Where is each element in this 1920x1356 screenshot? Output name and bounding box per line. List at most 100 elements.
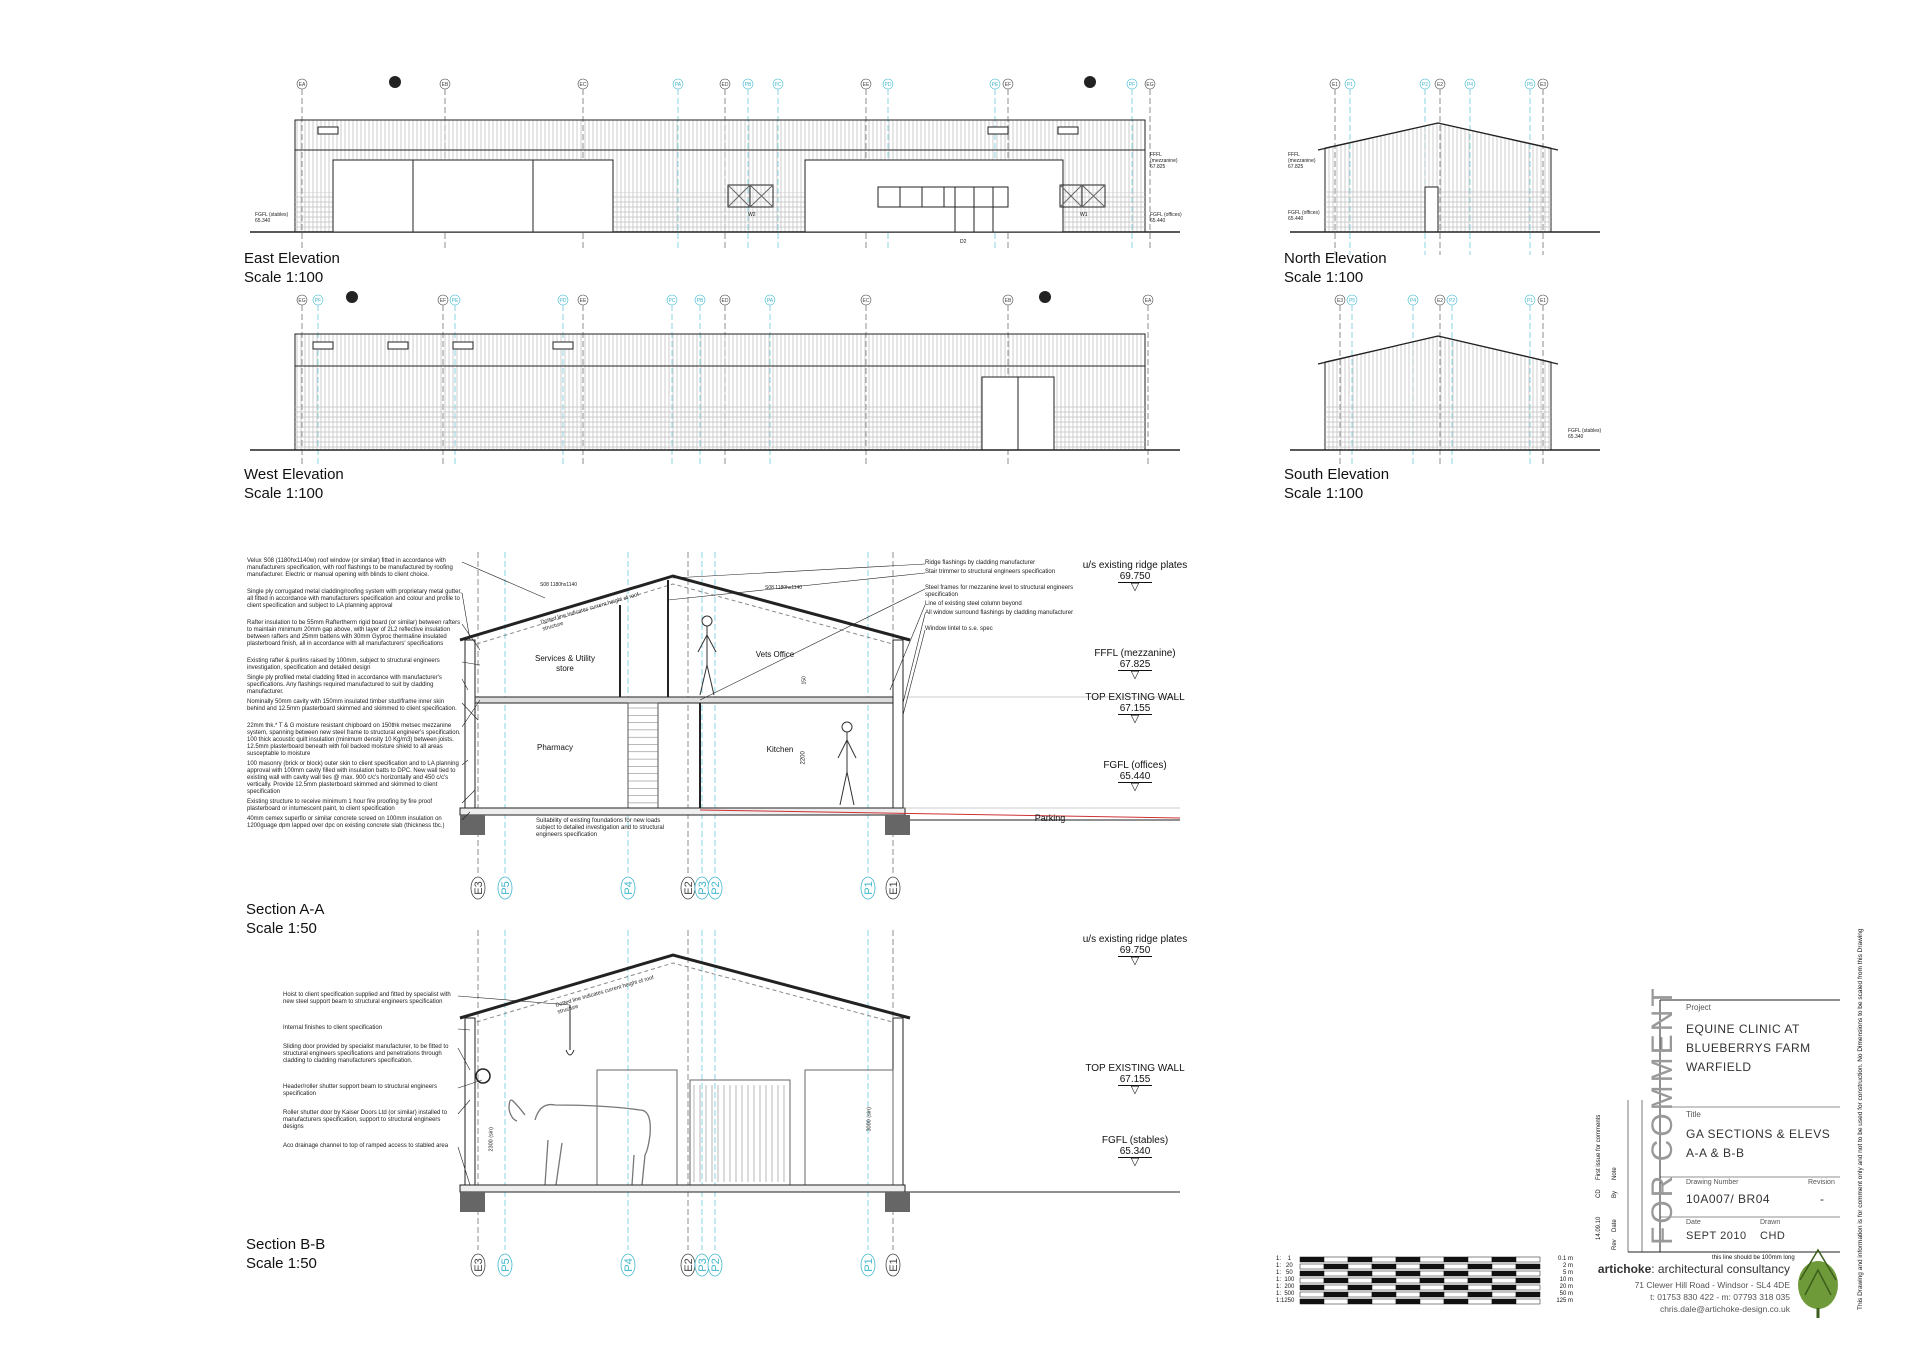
grid-label-south-4: P2 (1449, 298, 1455, 304)
aa-left-leader-4 (461, 678, 469, 691)
scale-bar-segment (1419, 1263, 1445, 1270)
grid-label-north-0: E1 (1332, 82, 1338, 88)
grid-label-east-4: ED (722, 82, 729, 88)
aa-left-note-5: Nominally 50mm cavity with 150mm insulat… (247, 699, 457, 712)
grid-bubble-east-7 (860, 78, 872, 90)
grid-label-east-11: PF (1129, 82, 1135, 88)
tb-revision-label: Revision (1808, 1179, 1835, 1186)
scale-bar-segment (1299, 1277, 1325, 1284)
aa-right-note-2: Steel frames for mezzanine level to stru… (925, 585, 1074, 598)
tb-project-line-2: BLUEBERRYS FARM (1686, 1041, 1811, 1055)
grid-label-south-2: P4 (1410, 298, 1416, 304)
aa-left-leader-6 (461, 699, 481, 728)
aa-left-note-8: Existing structure to receive minimum 1 … (247, 799, 433, 812)
scale-bar-segment (1347, 1291, 1373, 1298)
grid-label-aa-3: E2 (683, 881, 695, 894)
east-tag-w1: W1 (1080, 212, 1088, 218)
scale-bar-segment (1419, 1284, 1445, 1291)
scale-length-3: 10 m (1559, 1277, 1573, 1283)
grid-bubble-north-6 (1537, 78, 1549, 90)
north-elevation-scale: Scale 1:100 (1284, 269, 1364, 286)
scale-bar-segment (1419, 1270, 1445, 1277)
scale-bar-segment (1491, 1256, 1517, 1263)
scale-bar-segment (1443, 1263, 1469, 1270)
bb-level-label-2: FGFL (stables) (1101, 1135, 1169, 1146)
grid-label-bb-7: E1 (888, 1258, 900, 1271)
tb-title-line-2: A-A & B-B (1686, 1146, 1745, 1160)
grid-label-north-1: P1 (1347, 82, 1353, 88)
side-disclaimer: This Drawing and information is for comm… (1857, 928, 1864, 1310)
bb-left-leader-0 (457, 995, 571, 1006)
grid-label-west-10: EC (863, 298, 870, 304)
south-elevation-scale: Scale 1:100 (1284, 485, 1364, 502)
grid-bubble-bb-7 (885, 1253, 901, 1277)
scale-bar-segment (1491, 1291, 1517, 1298)
grid-bubble-east-4 (719, 78, 731, 90)
grid-label-north-5: P5 (1527, 82, 1533, 88)
tb-revision: - (1820, 1192, 1825, 1206)
north-level-mezz: FFFL (mezzanine) 67.825 (1288, 152, 1316, 170)
scale-bar-segment (1515, 1256, 1541, 1263)
south-elevation-title: South Elevation Scale 1:100 (1284, 465, 1389, 503)
level-triangle-icon: ▽ (1130, 669, 1140, 681)
scale-bar-segment (1323, 1270, 1349, 1277)
scale-bar-segment (1395, 1291, 1421, 1298)
aa-left-leader-8 (461, 789, 476, 804)
scale-bar-segment (1395, 1277, 1421, 1284)
north-level-offices: FGFL (offices) 65.440 (1288, 210, 1320, 222)
west-elevation-title: West Elevation Scale 1:100 (244, 465, 344, 503)
tb-drawing-number: 10A007/ BR04 (1686, 1192, 1771, 1206)
aa-left-leader-5 (461, 702, 479, 721)
grid-label-west-12: EA (1145, 298, 1152, 304)
grid-label-east-5: PB (745, 82, 752, 88)
scale-bar-segment (1371, 1277, 1397, 1284)
aa-level-value-2: 67.155 (1117, 703, 1153, 715)
scale-bar-segment (1515, 1263, 1541, 1270)
level-triangle-icon: ▽ (1130, 581, 1140, 593)
grid-label-bb-6: P1 (863, 1258, 875, 1271)
company-address: 71 Clewer Hill Road - Windsor - SL4 4DE (1634, 1280, 1790, 1290)
scale-bar-segment (1371, 1256, 1397, 1263)
scale-bar-segment (1323, 1263, 1349, 1270)
grid-label-bb-5: P2 (710, 1258, 722, 1271)
grid-label-east-8: PD (885, 82, 892, 88)
scale-bar-segment (1347, 1284, 1373, 1291)
north-elevation-name: North Elevation (1284, 250, 1387, 267)
west-elevation-scale: Scale 1:100 (244, 485, 324, 502)
grid-bubble-north-4 (1464, 78, 1476, 90)
tb-project-label: Project (1686, 1003, 1711, 1012)
scale-bar-segment (1323, 1298, 1349, 1305)
grid-bubble-west-7 (694, 294, 706, 306)
grid-label-north-2: P2 (1422, 82, 1428, 88)
scale-bar-segment (1419, 1277, 1445, 1284)
grid-label-aa-1: P5 (500, 881, 512, 894)
scale-bar-segment (1491, 1270, 1517, 1277)
grid-bubble-west-9 (764, 294, 776, 306)
scale-ratio-3: 1: 100 (1276, 1277, 1295, 1283)
aa-right-leader-1 (667, 572, 926, 601)
level-triangle-icon: ▽ (1130, 1156, 1140, 1168)
scale-length-5: 50 m (1559, 1291, 1573, 1297)
grid-bubble-north-2 (1419, 78, 1431, 90)
bb-left-leader-5 (457, 1146, 471, 1186)
aa-left-note-0: Velux S08 (1180hx1140w) roof window (or … (247, 558, 453, 578)
scale-bar-segment (1467, 1291, 1493, 1298)
grid-bubble-aa-6 (860, 876, 876, 900)
scale-bar-segment (1515, 1284, 1541, 1291)
grid-bubble-north-0 (1329, 78, 1341, 90)
grid-bubble-east-3 (672, 78, 684, 90)
scale-bar-segment (1443, 1291, 1469, 1298)
rev-header-rev: Rev (1612, 1239, 1618, 1250)
scale-bar-segment (1515, 1270, 1541, 1277)
bb-left-note-1: Internal finishes to client specificatio… (283, 1025, 383, 1031)
grid-label-south-6: E1 (1540, 298, 1546, 304)
grid-label-aa-4: P3 (697, 881, 709, 894)
bb-dim-3000: 3000 (sin) (866, 1107, 873, 1132)
grid-bubble-south-0 (1334, 294, 1346, 306)
